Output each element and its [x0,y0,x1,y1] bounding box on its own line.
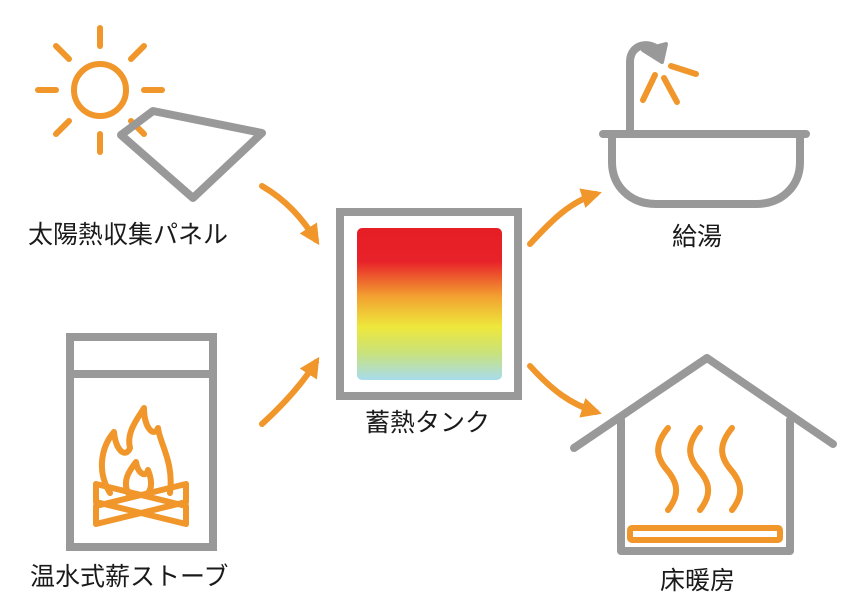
arrow-tank-to-hotwater [527,188,602,247]
shower-icon [626,41,699,134]
floor-heating-label: 床暖房 [660,566,736,595]
arrow-stove-to-tank [259,356,320,427]
tank-icon [336,208,522,400]
hot-water-label: 給湯 [672,222,723,251]
flame-icon [93,405,189,527]
stove-icon [66,333,217,551]
panel-icon [117,107,266,202]
heat-waves-icon [627,425,783,543]
solar-panel-label: 太陽熱収集パネル [28,220,229,249]
sun-icon [35,25,165,155]
bathtub-icon [599,130,810,208]
house-icon [570,354,837,555]
arrow-tank-to-floorheating [527,363,602,418]
wood-stove-label: 温水式薪ストーブ [30,562,229,591]
arrow-panel-to-tank [259,183,320,246]
storage-tank-label: 蓄熱タンク [365,408,491,437]
